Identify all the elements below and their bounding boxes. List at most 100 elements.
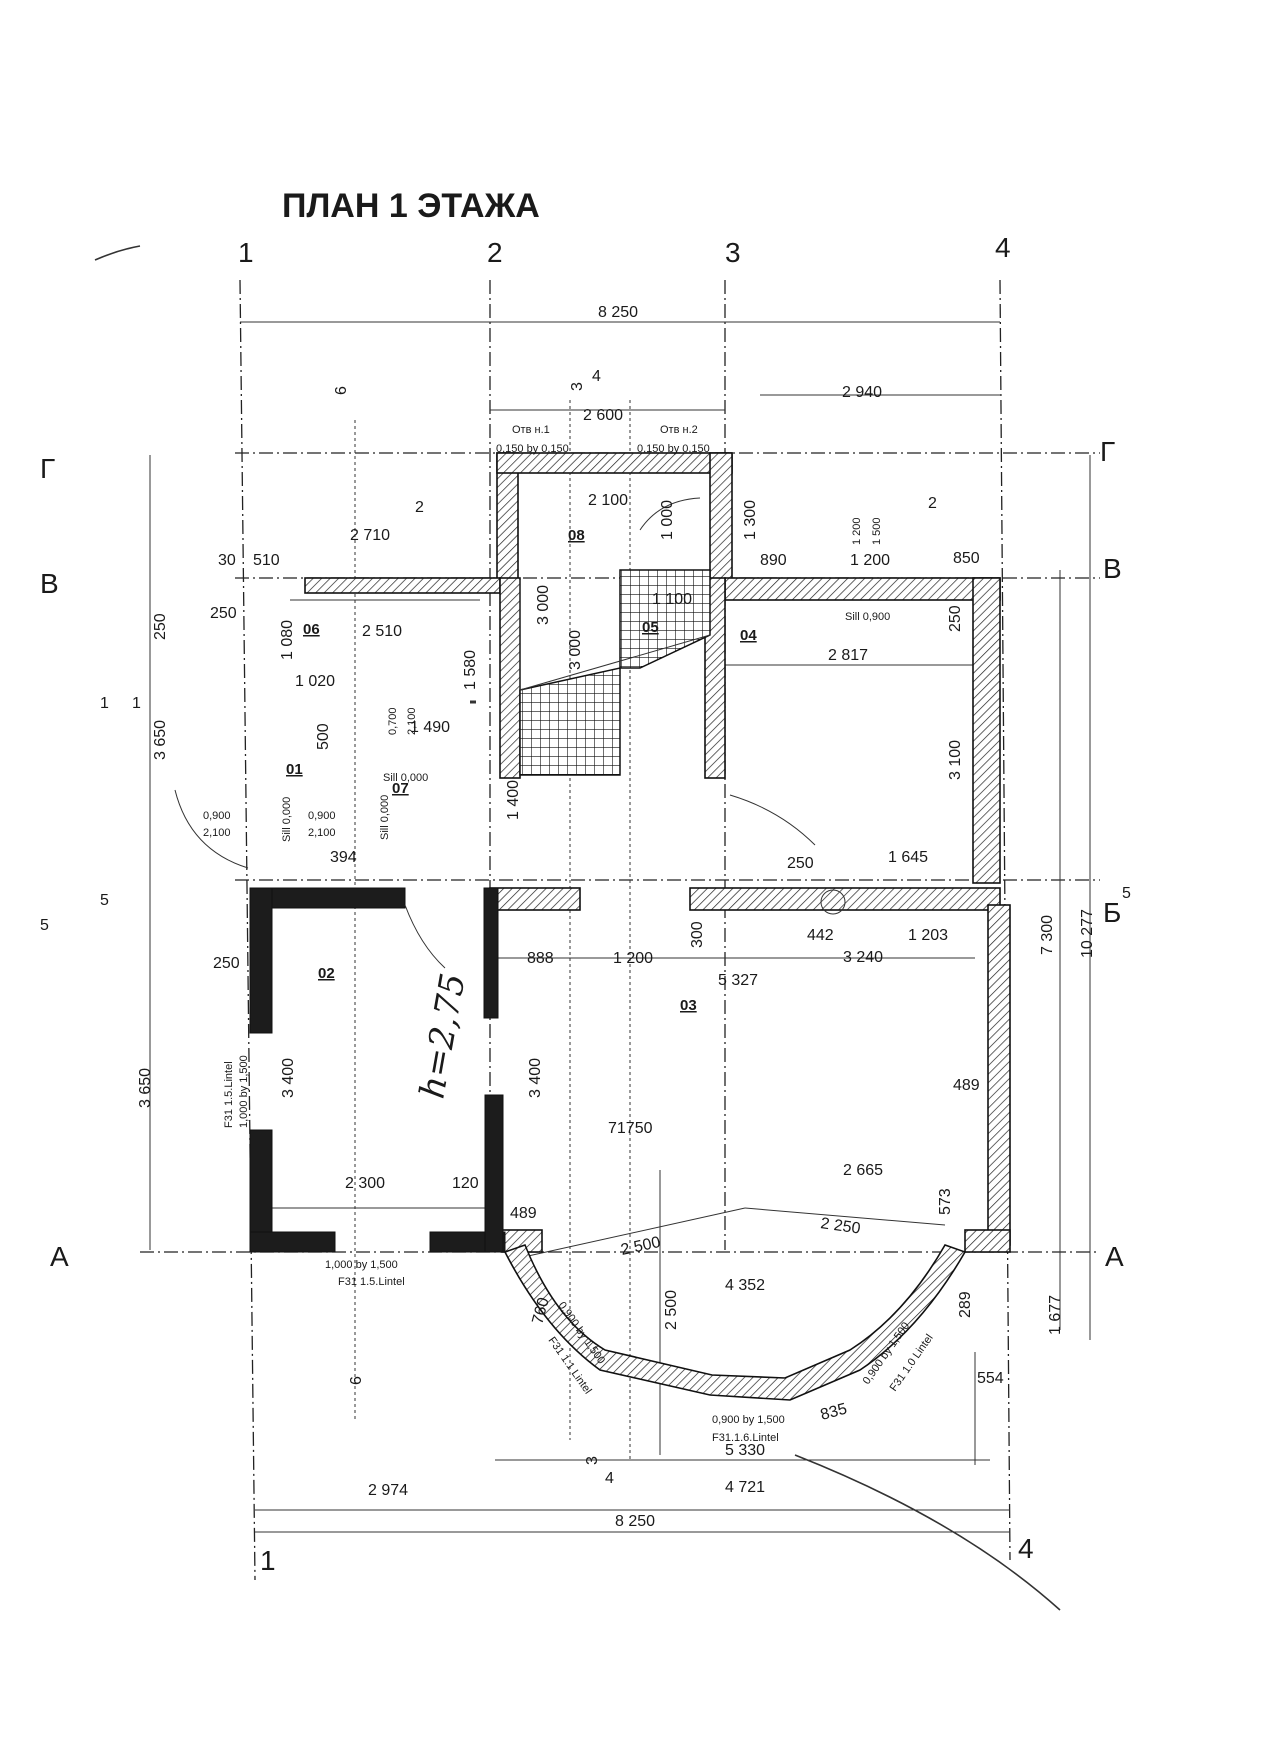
dim-2665: 2 665	[843, 1162, 883, 1179]
dim-1645: 1 645	[888, 849, 928, 866]
dim-5-left: 5	[100, 892, 109, 909]
room-06: 06	[303, 621, 320, 638]
dim-289: 289	[957, 1291, 974, 1318]
dim-2250: 2 250	[819, 1215, 861, 1237]
bay-mid-lintel: F31.1.6.Lintel	[712, 1432, 779, 1444]
sill-01b: Sill 0,000	[379, 795, 391, 840]
dim-71750: 71750	[608, 1120, 653, 1137]
axis-b-right: Б	[1103, 897, 1121, 928]
ceiling-height: h=2,75	[412, 970, 473, 1101]
opening-2-label: Отв н.2	[660, 424, 698, 436]
grid-lines	[140, 279, 1100, 1581]
dim-2100: 2 100	[588, 492, 628, 509]
dim-835: 835	[819, 1401, 849, 1424]
dim-2940: 2 940	[842, 384, 882, 401]
dim-394: 394	[330, 849, 357, 866]
opening-2-size: 0,150 by 0,150	[637, 443, 710, 455]
dim-250-left: 250	[213, 955, 240, 972]
dim-1580: 1 580	[462, 650, 479, 690]
d-0700: 0,700	[387, 707, 399, 735]
dimension-texts: 8 250 2 940 2 600 2 100 2 710 510 30 1 3…	[40, 304, 1096, 1530]
dim-250-c: 250	[947, 605, 964, 632]
opening-1-size: 0,150 by 0,150	[496, 443, 569, 455]
dim-2510: 2 510	[362, 623, 402, 640]
dim-1-right: 1	[132, 695, 141, 712]
walls	[304, 452, 1011, 1401]
opening-1-label: Отв н.1	[512, 424, 550, 436]
axis-g-right: Г	[1100, 436, 1115, 467]
plan-title: ПЛАН 1 ЭТАЖА	[282, 187, 540, 225]
dim-250-b: 250	[152, 613, 169, 640]
dim-250-a: 250	[210, 605, 237, 622]
dim-300: 300	[689, 921, 706, 948]
dark-walls	[249, 887, 506, 1253]
door-01-width: 0,900	[203, 810, 231, 822]
dim-120: 120	[452, 1175, 479, 1192]
dim-5-far: 5	[40, 917, 49, 934]
w-1500: 1 500	[871, 517, 883, 545]
room-04: 04	[740, 627, 757, 644]
dim-2300: 2 300	[345, 1175, 385, 1192]
tiled-areas	[519, 569, 711, 776]
dim-1400: 1 400	[505, 780, 522, 820]
dim-1300: 1 300	[742, 500, 759, 540]
axis-b-superscript: 5	[1122, 885, 1131, 902]
dim-5327: 5 327	[718, 972, 758, 989]
dim-6-bottom: 6	[348, 1376, 365, 1385]
dim-489-b: 489	[510, 1205, 537, 1222]
dim-2500-a: 2 500	[619, 1234, 662, 1259]
room-08: 08	[568, 527, 585, 544]
sill-07: Sill 0,000	[383, 772, 428, 784]
window-left-size: 1,000 by 1,500	[238, 1055, 250, 1128]
dim-442: 442	[807, 927, 834, 944]
axis-3-top: 3	[725, 237, 741, 268]
dim-1000: 1 000	[659, 500, 676, 540]
dim-2-left: 2	[415, 499, 424, 516]
dim-1490: 1 490	[410, 719, 450, 736]
dim-2817: 2 817	[828, 647, 868, 664]
window-left-lintel: F31 1.5.Lintel	[223, 1061, 235, 1128]
dimension-lines	[149, 321, 1091, 1533]
axis-labels: 1 2 3 4 1 4 Г Г В В Б 5 А А	[40, 232, 1131, 1576]
window-bottom-lintel: F31 1.5.Lintel	[338, 1276, 405, 1288]
dim-2600: 2 600	[583, 407, 623, 424]
door-01-height: 2,100	[203, 827, 231, 839]
dim-1-left: 1	[100, 695, 109, 712]
dim-3650-top: 3 650	[152, 720, 169, 760]
dim-2974: 2 974	[368, 1482, 408, 1499]
dim-489-a: 489	[953, 1077, 980, 1094]
dim-850: 850	[953, 550, 980, 567]
dim-4721: 4 721	[725, 1479, 765, 1496]
dim-3000-b: 3 000	[567, 630, 584, 670]
room-05: 05	[642, 619, 659, 636]
dim-3100: 3 100	[947, 740, 964, 780]
axis-g-left: Г	[40, 453, 55, 484]
dim-3400-a: 3 400	[280, 1058, 297, 1098]
dim-2-right: 2	[928, 495, 937, 512]
room-01: 01	[286, 761, 303, 778]
dim-3-a: 3	[569, 382, 586, 391]
axis-1-top: 1	[238, 237, 254, 268]
doors	[174, 497, 846, 969]
door-07-height: 2,100	[308, 827, 336, 839]
axis-4-top: 4	[995, 232, 1011, 263]
axis-v-right: В	[1103, 553, 1122, 584]
dim-888: 888	[527, 950, 554, 967]
axis-a-right: А	[1105, 1241, 1124, 1272]
axis-4-bottom: 4	[1018, 1533, 1034, 1564]
room-02: 02	[318, 965, 335, 982]
room-07: 07	[392, 780, 409, 797]
dim-554: 554	[977, 1370, 1004, 1387]
dim-4-b: 4	[605, 1470, 614, 1487]
dim-7300: 7 300	[1039, 915, 1056, 955]
dim-500: 500	[315, 723, 332, 750]
axis-1-bottom: 1	[260, 1545, 276, 1576]
dim-2500-b: 2 500	[663, 1290, 680, 1330]
sill-04: Sill 0,900	[845, 611, 890, 623]
dim-total-bottom: 8 250	[615, 1513, 655, 1530]
dim-1080: 1 080	[279, 620, 296, 660]
dim-3650-bottom: 3 650	[137, 1068, 154, 1108]
dim-4352: 4 352	[725, 1277, 765, 1294]
dim-760: 760	[529, 1296, 552, 1326]
dim-1677: 1 677	[1047, 1295, 1064, 1335]
